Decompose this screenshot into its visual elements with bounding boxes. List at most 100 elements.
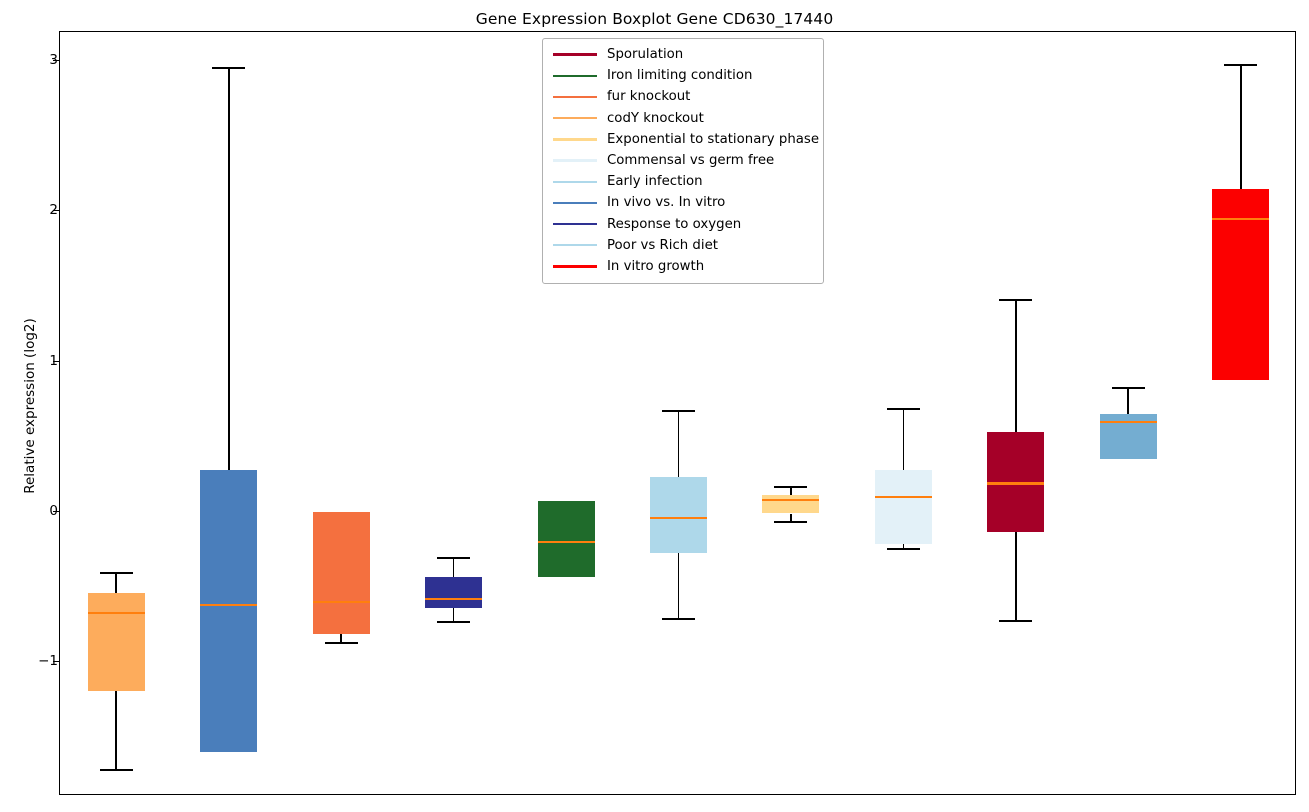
median-line <box>987 482 1045 485</box>
median-line <box>312 601 370 604</box>
whisker-cap-lower <box>324 642 358 645</box>
legend-item[interactable]: In vivo vs. In vitro <box>549 192 817 213</box>
legend-item-label: Commensal vs germ free <box>607 153 775 169</box>
whisker-cap-upper <box>1111 387 1145 390</box>
legend-color-swatch <box>553 265 597 268</box>
legend-item[interactable]: Response to oxygen <box>549 214 817 235</box>
boxplot-box[interactable] <box>60 32 1295 794</box>
whisker-cap-lower <box>886 547 920 550</box>
y-tick-mark <box>52 511 59 513</box>
median-line <box>762 498 820 502</box>
whisker-cap-lower <box>999 619 1033 622</box>
whisker-upper <box>677 409 680 478</box>
legend-color-swatch <box>553 201 597 205</box>
whisker-upper <box>790 486 792 496</box>
legend-color-swatch <box>553 74 597 77</box>
box-rect <box>874 469 932 544</box>
whisker-cap-upper <box>886 408 920 411</box>
y-tick-mark <box>52 360 59 362</box>
median-line <box>1212 217 1270 220</box>
whisker-cap-upper <box>99 572 133 575</box>
whisker-cap-lower <box>99 768 133 771</box>
boxplot-box[interactable] <box>60 32 1295 794</box>
boxplot-box[interactable] <box>60 32 1295 794</box>
boxplot-box[interactable] <box>60 32 1295 794</box>
median-line <box>1099 420 1157 423</box>
legend-item-label: Poor vs Rich diet <box>607 237 718 253</box>
whisker-cap-upper <box>774 486 808 489</box>
whisker-cap-lower <box>662 618 695 621</box>
legend-item[interactable]: In vitro growth <box>549 256 817 277</box>
whisker-lower <box>340 633 342 645</box>
whisker-lower <box>677 552 680 621</box>
boxplot-box[interactable] <box>60 32 1295 794</box>
y-axis-label: Relative expression (log2) <box>22 318 38 494</box>
whisker-cap-upper <box>1224 64 1258 67</box>
legend-item[interactable]: Sporulation <box>549 44 817 65</box>
legend-color-swatch <box>553 95 597 99</box>
box-rect <box>1212 188 1270 380</box>
median-line <box>874 495 932 499</box>
legend-item[interactable]: codY knockout <box>549 108 817 129</box>
legend-item[interactable]: Poor vs Rich diet <box>549 235 817 256</box>
legend-item[interactable]: Commensal vs germ free <box>549 150 817 171</box>
boxplot-box[interactable] <box>60 32 1295 794</box>
median-line <box>650 516 707 520</box>
legend-item-label: fur knockout <box>607 89 691 105</box>
legend-item-label: Iron limiting condition <box>607 68 753 84</box>
boxplot-box[interactable] <box>60 32 1295 794</box>
whisker-lower <box>452 608 455 624</box>
y-tick-mark <box>52 661 59 663</box>
whisker-upper <box>902 408 905 470</box>
legend-item-label: Sporulation <box>607 47 684 63</box>
whisker-upper <box>1127 387 1130 415</box>
legend-item-label: In vitro growth <box>607 258 705 274</box>
whisker-cap-upper <box>212 67 246 70</box>
legend-item-label: In vivo vs. In vitro <box>607 195 726 211</box>
whisker-cap-lower <box>437 621 471 624</box>
whisker-lower <box>1015 531 1017 622</box>
y-tick-mark <box>52 60 59 62</box>
median-line <box>425 598 483 601</box>
legend-item[interactable]: Iron limiting condition <box>549 65 817 86</box>
box-rect <box>537 501 595 577</box>
whisker-cap-upper <box>437 557 471 560</box>
whisker-upper <box>1015 298 1017 433</box>
whisker-upper <box>115 572 118 594</box>
box-rect <box>987 432 1045 532</box>
median-line <box>200 604 258 607</box>
box-rect <box>87 593 145 691</box>
legend-item-label: codY knockout <box>607 110 704 126</box>
whisker-lower <box>790 513 792 523</box>
box-rect <box>200 469 258 753</box>
boxplot-box[interactable] <box>60 32 1295 794</box>
whisker-cap-upper <box>999 298 1033 301</box>
whisker-cap-upper <box>662 409 695 412</box>
legend-item[interactable]: Early infection <box>549 171 817 192</box>
box-rect <box>425 576 483 609</box>
whisker-upper <box>227 67 230 470</box>
box-rect <box>650 477 707 553</box>
boxplot-box[interactable] <box>60 32 1295 794</box>
legend-item-label: Response to oxygen <box>607 216 742 232</box>
legend-color-swatch <box>553 159 597 162</box>
legend-item-label: Exponential to stationary phase <box>607 131 820 147</box>
boxplot-box[interactable] <box>60 32 1295 794</box>
legend-item[interactable]: fur knockout <box>549 86 817 107</box>
legend-color-swatch <box>553 138 597 141</box>
whisker-upper <box>452 557 455 577</box>
whisker-lower <box>902 543 905 550</box>
whisker-cap-lower <box>774 520 808 523</box>
legend-item[interactable]: Exponential to stationary phase <box>549 129 820 150</box>
legend-color-swatch <box>553 244 597 247</box>
y-tick-mark <box>52 210 59 212</box>
boxplot-canvas <box>60 32 1295 794</box>
boxplot-box[interactable] <box>60 32 1295 794</box>
chart-title: Gene Expression Boxplot Gene CD630_17440 <box>475 10 834 28</box>
box-rect <box>312 512 370 634</box>
legend-color-swatch <box>553 116 597 120</box>
median-line <box>87 611 145 614</box>
legend-color-swatch <box>553 180 597 183</box>
